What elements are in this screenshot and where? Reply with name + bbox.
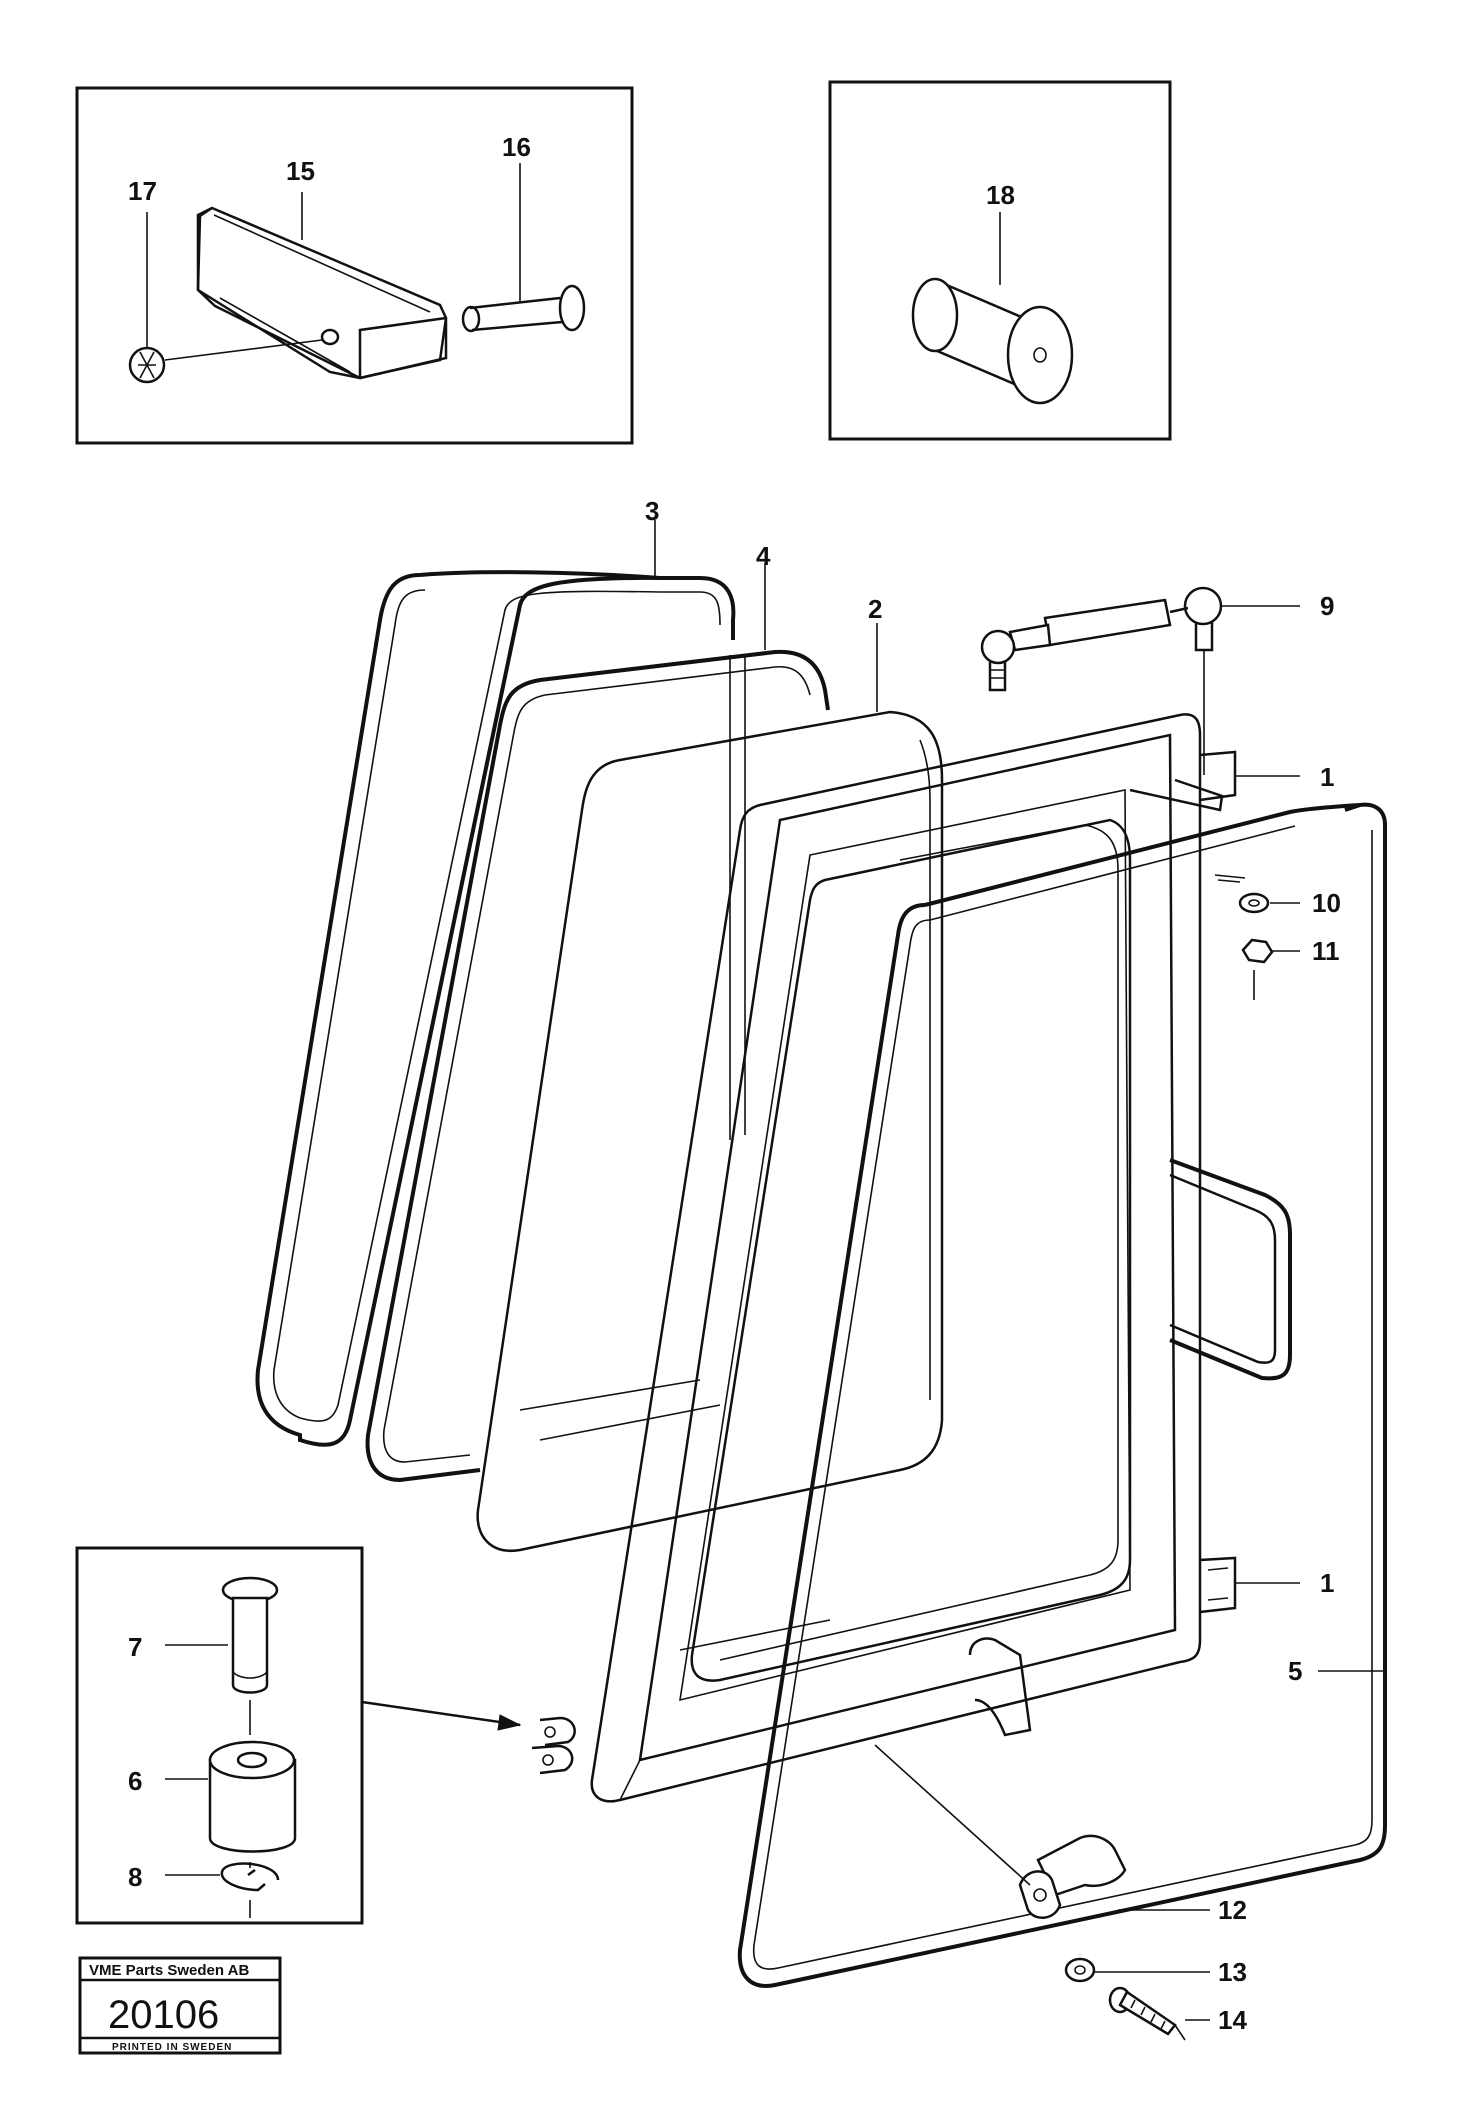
- hinge-pin-part: [221, 1576, 279, 1694]
- glass-2-part: [476, 710, 944, 1553]
- callout-9: 9: [1320, 591, 1334, 621]
- nut-part: [1214, 874, 1274, 1000]
- callout-1-upper: 1: [1320, 762, 1334, 792]
- bushing-part: [208, 1740, 297, 1853]
- inset-handle-parts: 17 15 16: [75, 86, 634, 445]
- seal-5-part: [737, 802, 1387, 1988]
- callout-8: 8: [128, 1862, 142, 1892]
- callout-2: 2: [868, 594, 882, 624]
- seal-4-part: [365, 649, 830, 1483]
- inset-hinge-parts: 7 6 8: [75, 1546, 364, 1925]
- circlip-part: [220, 1862, 280, 1892]
- callout-3: 3: [645, 496, 659, 526]
- clip-part: [128, 339, 323, 384]
- gas-spring-part: [980, 586, 1223, 775]
- door-frame-part: [531, 713, 1237, 1803]
- stamp-printed: PRINTED IN SWEDEN: [112, 2042, 232, 2053]
- door-handle-bar: [1169, 1158, 1292, 1381]
- callout-13: 13: [1218, 1957, 1247, 1987]
- pin-part: [461, 284, 586, 333]
- document-stamp: VME Parts Sweden AB 20106 PRINTED IN SWE…: [78, 1956, 282, 2055]
- callout-14: 14: [1218, 2005, 1247, 2035]
- inset-frame-hinge: [75, 1546, 364, 1925]
- bumper-part: [911, 277, 1074, 405]
- latch-screw-part: [1108, 1986, 1186, 2041]
- callout-18: 18: [986, 180, 1015, 210]
- handle-body-part: [196, 206, 448, 380]
- callout-12: 12: [1218, 1895, 1247, 1925]
- callout-16: 16: [502, 132, 531, 162]
- callout-11: 11: [1312, 936, 1340, 966]
- callout-10: 10: [1312, 888, 1341, 918]
- callout-1-lower: 1: [1320, 1568, 1334, 1598]
- callout-7: 7: [128, 1632, 142, 1662]
- catch-bracket: [968, 1637, 1032, 1737]
- latch-part: [1018, 1834, 1127, 1919]
- callout-5: 5: [1288, 1656, 1302, 1686]
- callout-17: 17: [128, 176, 157, 206]
- inset-bumper: 18: [828, 80, 1172, 441]
- seal-3-part: [255, 570, 736, 1447]
- stamp-company: VME Parts Sweden AB: [89, 1962, 249, 1979]
- washer-part: [1238, 892, 1270, 914]
- callout-6: 6: [128, 1766, 142, 1796]
- latch-washer-part: [1064, 1957, 1096, 1983]
- inset-frame-handle: [75, 86, 634, 445]
- hinge-pointer-arrow: [361, 1700, 522, 1731]
- callout-4: 4: [756, 541, 771, 571]
- callout-15: 15: [286, 156, 315, 186]
- inset-frame-bumper: [828, 80, 1172, 441]
- stamp-number: 20106: [108, 1993, 219, 2037]
